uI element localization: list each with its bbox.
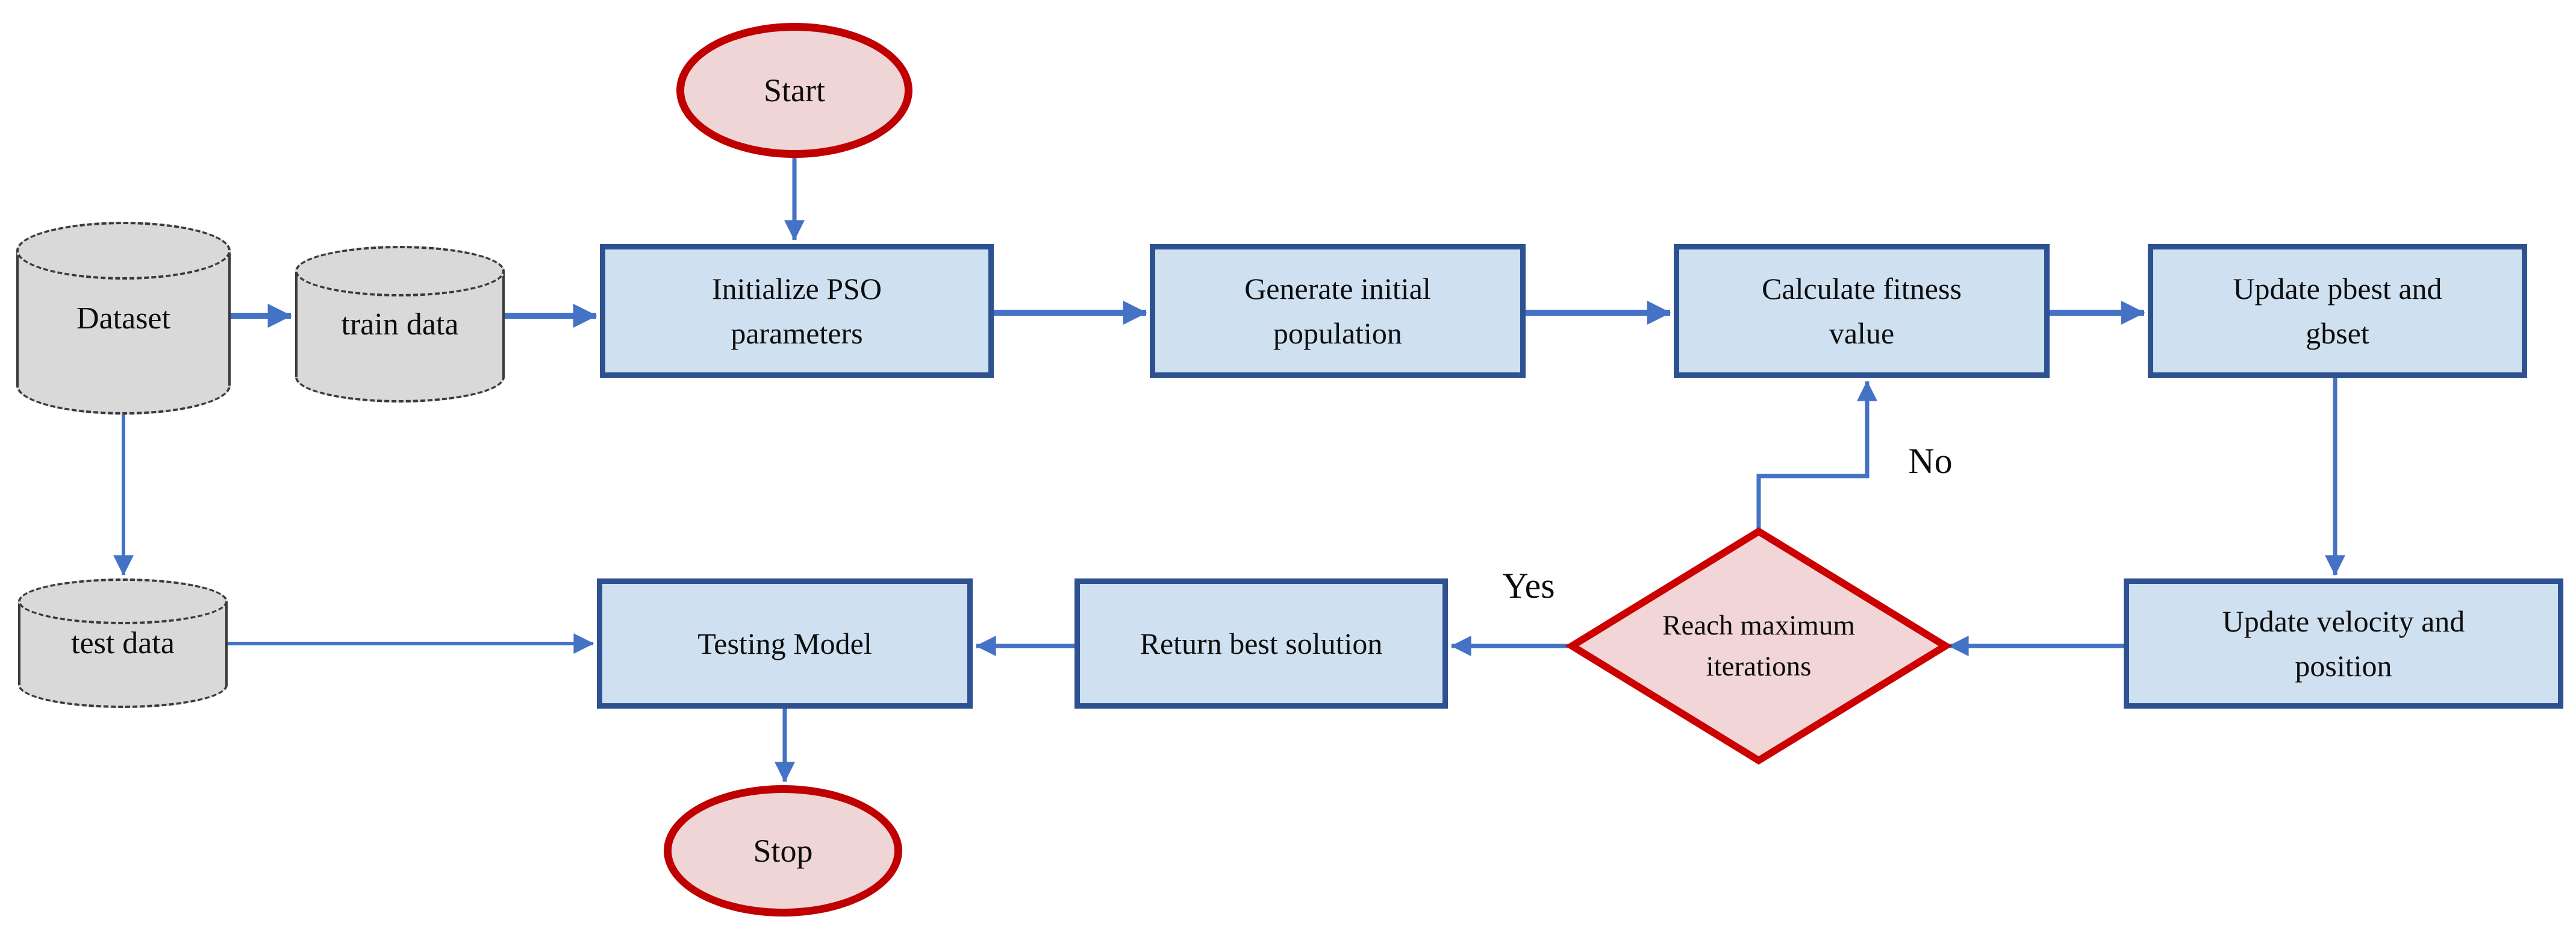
dataset-cylinder: Dataset — [16, 222, 231, 415]
calculate-fitness-box: Calculate fitness value — [1674, 244, 2050, 378]
initialize-pso-box: Initialize PSO parameters — [600, 244, 994, 378]
train-data-cylinder: train data — [295, 246, 505, 403]
edge-decision-to-calculate-no — [1756, 380, 1877, 531]
dataset-label-wrap: Dataset — [16, 222, 231, 415]
train-data-cylinder-top — [295, 246, 505, 296]
decision-max-iterations: Reach maximum iterations — [1620, 595, 1897, 697]
test-data-cylinder-top — [18, 578, 228, 624]
decision-max-iterations-label: Reach maximum iterations — [1662, 609, 1855, 682]
no-branch-label: No — [1870, 431, 1991, 491]
update-velocity-position-box: Update velocity and position — [2124, 578, 2563, 709]
decision-diamond-shape — [1565, 527, 1953, 765]
initialize-pso-label: Initialize PSO parameters — [712, 272, 882, 350]
calculate-fitness-label: Calculate fitness value — [1762, 272, 1962, 350]
test-data-label: test data — [71, 626, 175, 660]
test-data-label-wrap: test data — [18, 578, 228, 708]
dataset-label: Dataset — [76, 301, 170, 336]
generate-population-label: Generate initial population — [1244, 272, 1431, 350]
dataset-cylinder-top — [16, 222, 231, 280]
testing-model-label: Testing Model — [697, 627, 872, 660]
generate-population-box: Generate initial population — [1150, 244, 1526, 378]
testing-model-box: Testing Model — [597, 578, 973, 709]
update-velocity-position-label: Update velocity and position — [2222, 604, 2465, 683]
stop-label: Stop — [753, 833, 813, 869]
no-label-text: No — [1908, 440, 1953, 481]
yes-label-text: Yes — [1502, 565, 1555, 606]
return-best-solution-box: Return best solution — [1074, 578, 1448, 709]
train-data-label-wrap: train data — [295, 246, 505, 403]
start-terminator: Start — [676, 23, 912, 158]
update-pbest-gbest-label: Update pbest and gbset — [2233, 272, 2442, 350]
train-data-label: train data — [341, 307, 459, 342]
yes-branch-label: Yes — [1468, 556, 1589, 616]
update-pbest-gbest-box: Update pbest and gbset — [2148, 244, 2527, 378]
return-best-solution-label: Return best solution — [1140, 627, 1383, 660]
test-data-cylinder: test data — [18, 578, 228, 708]
start-label: Start — [764, 72, 825, 108]
stop-terminator: Stop — [664, 785, 902, 917]
